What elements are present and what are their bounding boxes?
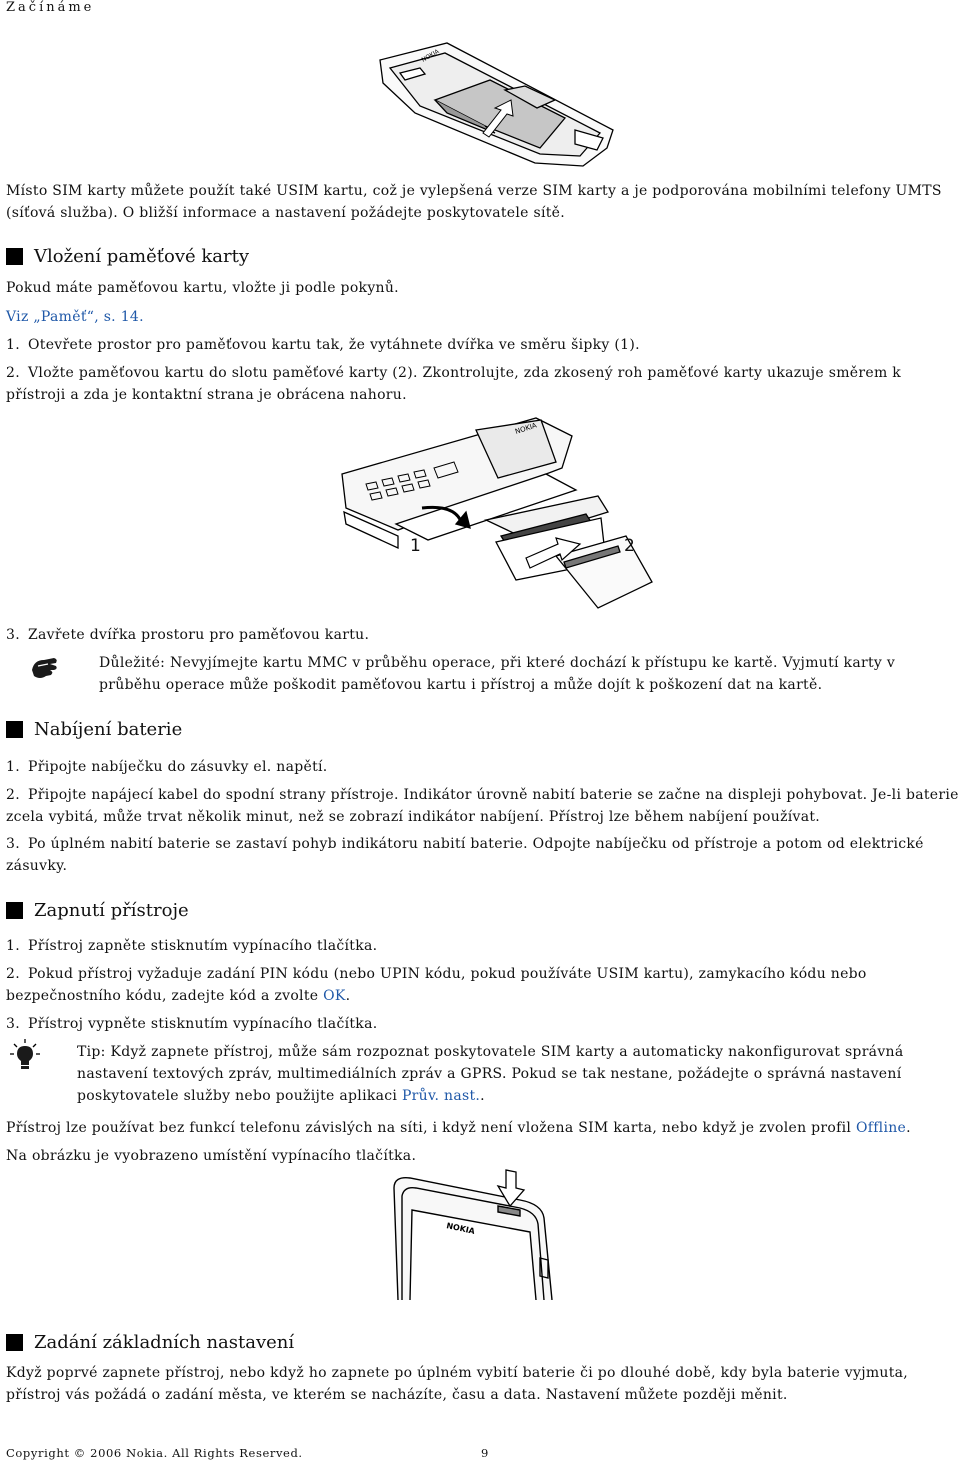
power-step-3: 3.Přístroj vypněte stisknutím vypínacího… xyxy=(6,1016,378,1032)
footer-copyright: Copyright © 2006 Nokia. All Rights Reser… xyxy=(6,1446,303,1460)
ok-softkey-link[interactable]: OK xyxy=(323,988,346,1004)
figure-memory-card: NOKIA 1 2 xyxy=(336,412,656,612)
important-note: Důležité: Nevyjímejte kartu MMC v průběh… xyxy=(99,655,896,693)
figure-sim-card: NOKIA xyxy=(375,38,620,170)
section-heading-settings: Zadání základních nastavení xyxy=(6,1332,294,1353)
figure-label-2: 2 xyxy=(624,536,635,556)
section-heading-memory: Vložení paměťové karty xyxy=(6,246,249,267)
important-hand-icon xyxy=(30,654,60,682)
power-step-1: 1.Přístroj zapněte stisknutím vypínacího… xyxy=(6,938,378,954)
memory-step-3: 3.Zavřete dvířka prostoru pro paměťovou … xyxy=(6,627,370,643)
offline-profile-link[interactable]: Offline xyxy=(855,1120,907,1136)
setup-wizard-link[interactable]: Prův. nast. xyxy=(401,1088,481,1104)
heading-bullet-icon xyxy=(6,1334,23,1351)
settings-paragraph: Když poprvé zapnete přístroj, nebo když … xyxy=(6,1365,909,1403)
charge-step-1: 1.Připojte nabíječku do zásuvky el. napě… xyxy=(6,759,328,775)
figure-label-1: 1 xyxy=(410,536,421,556)
heading-bullet-icon xyxy=(6,902,23,919)
tip-lightbulb-icon xyxy=(10,1038,40,1072)
heading-bullet-icon xyxy=(6,248,23,265)
section-heading-charging: Nabíjení baterie xyxy=(6,719,182,740)
heading-bullet-icon xyxy=(6,721,23,738)
memory-intro: Pokud máte paměťovou kartu, vložte ji po… xyxy=(6,280,399,296)
memory-reference-link[interactable]: Viz „Paměť“, s. 14. xyxy=(6,309,144,325)
offline-paragraph: Přístroj lze používat bez funkcí telefon… xyxy=(6,1120,911,1136)
power-figure-caption: Na obrázku je vyobrazeno umístění vypína… xyxy=(6,1148,417,1164)
memory-step-2: 2.Vložte paměťovou kartu do slotu paměťo… xyxy=(6,365,902,403)
charge-step-2: 2.Připojte napájecí kabel do spodní stra… xyxy=(6,787,959,825)
page-header: Začínáme xyxy=(6,0,95,15)
page-number: 9 xyxy=(481,1446,489,1460)
power-step-2: 2.Pokud přístroj vyžaduje zadání PIN kód… xyxy=(6,966,867,1004)
tip-paragraph: Tip: Když zapnete přístroj, může sám roz… xyxy=(77,1044,904,1104)
figure-power-key: NOKIA xyxy=(380,1168,580,1300)
section-heading-power: Zapnutí přístroje xyxy=(6,900,189,921)
usim-paragraph: Místo SIM karty můžete použít také USIM … xyxy=(6,183,942,221)
memory-step-1: 1.Otevřete prostor pro paměťovou kartu t… xyxy=(6,337,640,353)
charge-step-3: 3.Po úplném nabití baterie se zastaví po… xyxy=(6,836,924,874)
